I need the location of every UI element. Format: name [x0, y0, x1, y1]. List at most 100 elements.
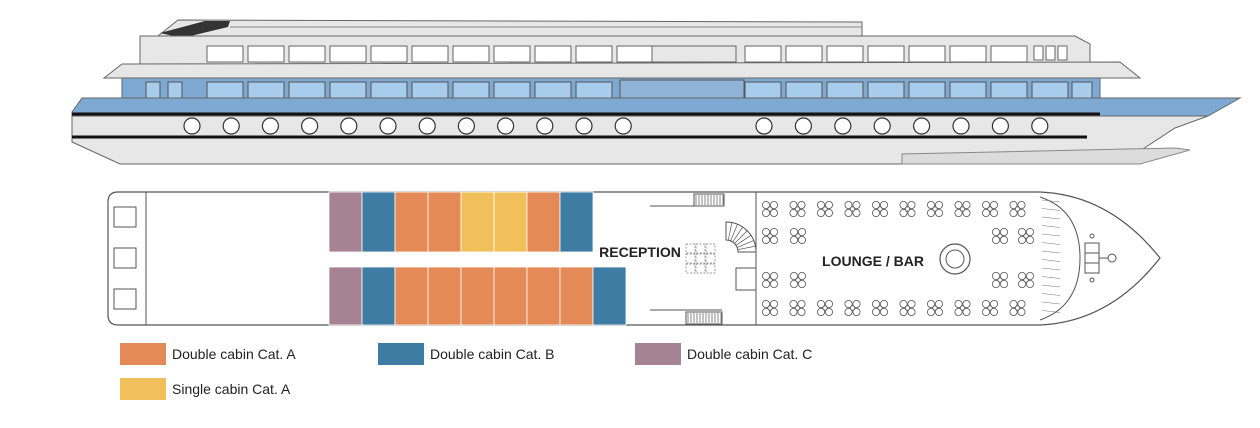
window: [206, 81, 244, 99]
deck-plan: RECEPTION LOUNGE / BAR: [107, 191, 1161, 326]
middle-deck: [102, 61, 1142, 79]
lounge-table: [789, 299, 806, 316]
porthole: [418, 117, 436, 135]
window: [1071, 81, 1093, 99]
lounge-table: [790, 227, 807, 244]
cabin-double-b: [361, 191, 396, 253]
window: [744, 81, 782, 99]
lounge-table: [927, 299, 944, 316]
window: [619, 79, 745, 101]
window: [493, 45, 531, 63]
window: [329, 81, 367, 99]
porthole: [183, 117, 201, 135]
lounge-table: [1018, 271, 1035, 288]
window: [575, 81, 613, 99]
cabins-bottom-row: [328, 266, 627, 326]
cabin-double-b: [559, 191, 594, 253]
porthole: [222, 117, 240, 135]
window: [534, 45, 572, 63]
window: [167, 81, 183, 99]
cabin-double-b: [361, 266, 396, 326]
window: [785, 81, 823, 99]
spiral-staircase: [725, 221, 757, 253]
porthole: [952, 117, 970, 135]
porthole: [912, 117, 931, 135]
column-box: [735, 267, 757, 291]
window: [247, 81, 285, 99]
cabin-double-a: [460, 266, 495, 326]
porthole: [340, 117, 358, 135]
window: [452, 45, 490, 63]
window: [493, 81, 531, 99]
window: [247, 45, 285, 63]
porthole: [575, 117, 593, 135]
bow-detail: [901, 147, 1191, 165]
lounge-table: [954, 200, 971, 217]
lounge-table: [1009, 299, 1026, 316]
porthole: [755, 117, 773, 135]
staircase-top: [650, 193, 725, 207]
window: [949, 45, 987, 63]
porthole: [614, 117, 632, 135]
window: [990, 45, 1028, 63]
anchor-winch: [1084, 233, 1117, 283]
sun-deck-roof: [156, 19, 863, 37]
cabin-double-a: [427, 191, 462, 253]
window: [370, 45, 408, 63]
cabin-double-a: [427, 266, 462, 326]
middle-deck-windows: [145, 79, 1093, 101]
reception-desk: [685, 243, 716, 274]
cabins-top-row: [328, 191, 594, 253]
sun-deck-stripe: [160, 21, 230, 38]
porthole: [536, 117, 554, 135]
porthole: [301, 117, 319, 135]
lounge-table: [762, 271, 779, 288]
lounge-table: [817, 299, 834, 316]
porthole: [261, 117, 279, 135]
window: [616, 45, 654, 63]
cabin-double-a: [394, 266, 429, 326]
window: [744, 45, 782, 63]
lounge-table: [844, 200, 861, 217]
lounge-table: [1009, 200, 1026, 217]
lounge-table: [762, 227, 779, 244]
porthole: [991, 117, 1010, 135]
cabin-double-a: [493, 266, 528, 326]
cabin-double-c: [328, 191, 363, 253]
window: [1033, 45, 1044, 61]
bar-counter-inner: [945, 249, 965, 269]
porthole: [379, 117, 397, 135]
lounge-table: [899, 299, 916, 316]
lounge-table: [762, 299, 779, 316]
lounge-table: [982, 299, 999, 316]
window: [1045, 45, 1056, 61]
porthole: [1031, 117, 1049, 135]
cabin-double-a: [526, 191, 561, 253]
upper-deck-windows: [206, 45, 1068, 63]
cabin-double-a: [394, 191, 429, 253]
lounge-table: [844, 299, 861, 316]
cabin-single-a: [493, 191, 528, 253]
bow-deck: [1039, 196, 1117, 321]
stern-fixture: [113, 247, 137, 269]
porthole: [497, 117, 515, 135]
lounge-label: LOUNGE / BAR: [822, 253, 924, 269]
window: [575, 45, 613, 63]
window: [908, 81, 946, 99]
window: [411, 45, 449, 63]
window: [785, 45, 823, 63]
lounge-table: [899, 200, 916, 217]
staircase-bottom: [650, 309, 723, 325]
cabin-double-b: [592, 266, 627, 326]
lounge-table: [762, 200, 779, 217]
lounge-table: [817, 200, 834, 217]
window: [534, 81, 572, 99]
lounge-table: [927, 200, 944, 217]
porthole: [457, 117, 475, 135]
window: [1057, 45, 1068, 61]
ship-side-view: [71, 19, 1242, 165]
window: [329, 45, 367, 63]
stern-fixture: [113, 288, 137, 310]
window: [288, 45, 326, 63]
